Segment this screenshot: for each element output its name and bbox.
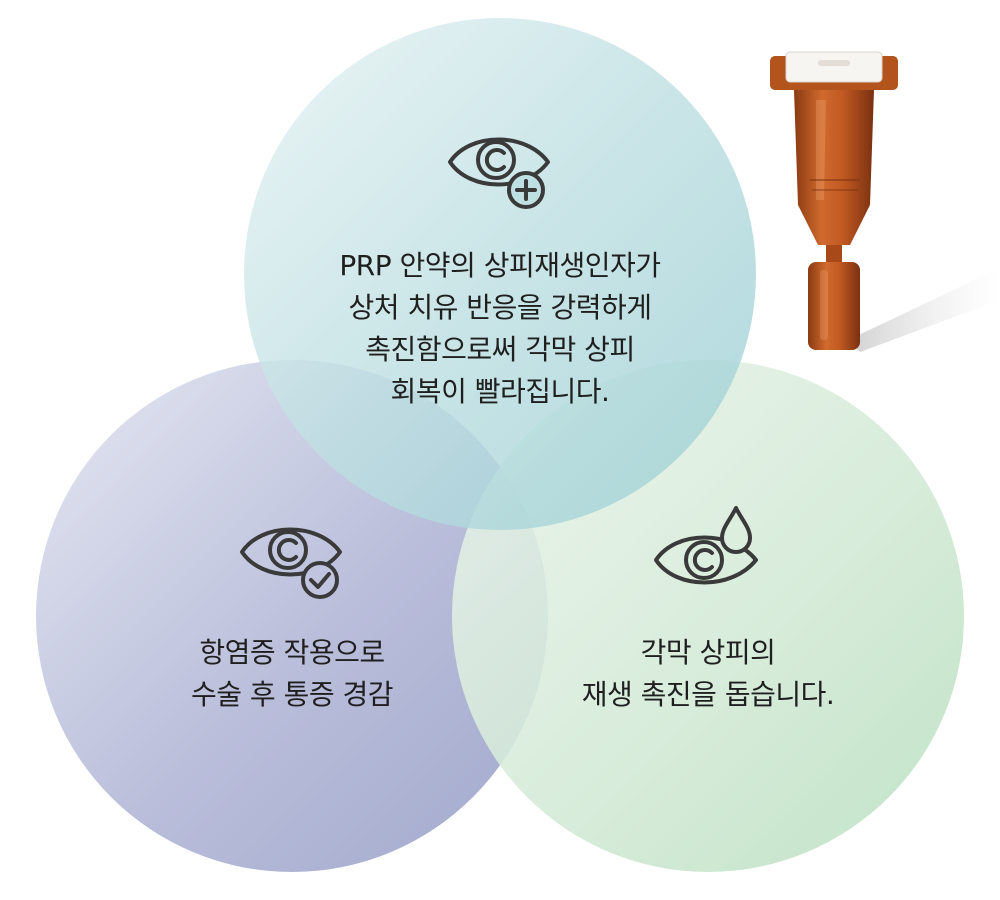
left-circle-text: 항염증 작용으로 수술 후 통증 경감 bbox=[142, 632, 442, 716]
left-text-line: 수술 후 통증 경감 bbox=[190, 678, 394, 711]
top-circle-text: PRP 안약의 상피재생인자가 상처 치유 반응을 강력하게 촉진함으로써 각막… bbox=[300, 245, 700, 413]
eye-drop-icon bbox=[652, 500, 764, 590]
right-text-line: 각막 상피의 bbox=[640, 636, 776, 669]
eye-drop-vial-image bbox=[760, 40, 1000, 360]
top-circle bbox=[244, 18, 756, 530]
right-circle-text: 각막 상피의 재생 촉진을 돕습니다. bbox=[558, 632, 858, 716]
top-text-line: 촉진함으로써 각막 상피 bbox=[365, 333, 635, 366]
top-text-line: 상처 치유 반응을 강력하게 bbox=[348, 291, 652, 324]
right-text-line: 재생 촉진을 돕습니다. bbox=[581, 678, 835, 711]
top-text-line: PRP 안약의 상피재생인자가 bbox=[339, 249, 661, 282]
eye-plus-icon bbox=[444, 124, 556, 214]
top-text-line: 회복이 빨라집니다. bbox=[390, 375, 610, 408]
left-text-line: 항염증 작용으로 bbox=[199, 636, 385, 669]
eye-check-icon bbox=[236, 514, 348, 604]
